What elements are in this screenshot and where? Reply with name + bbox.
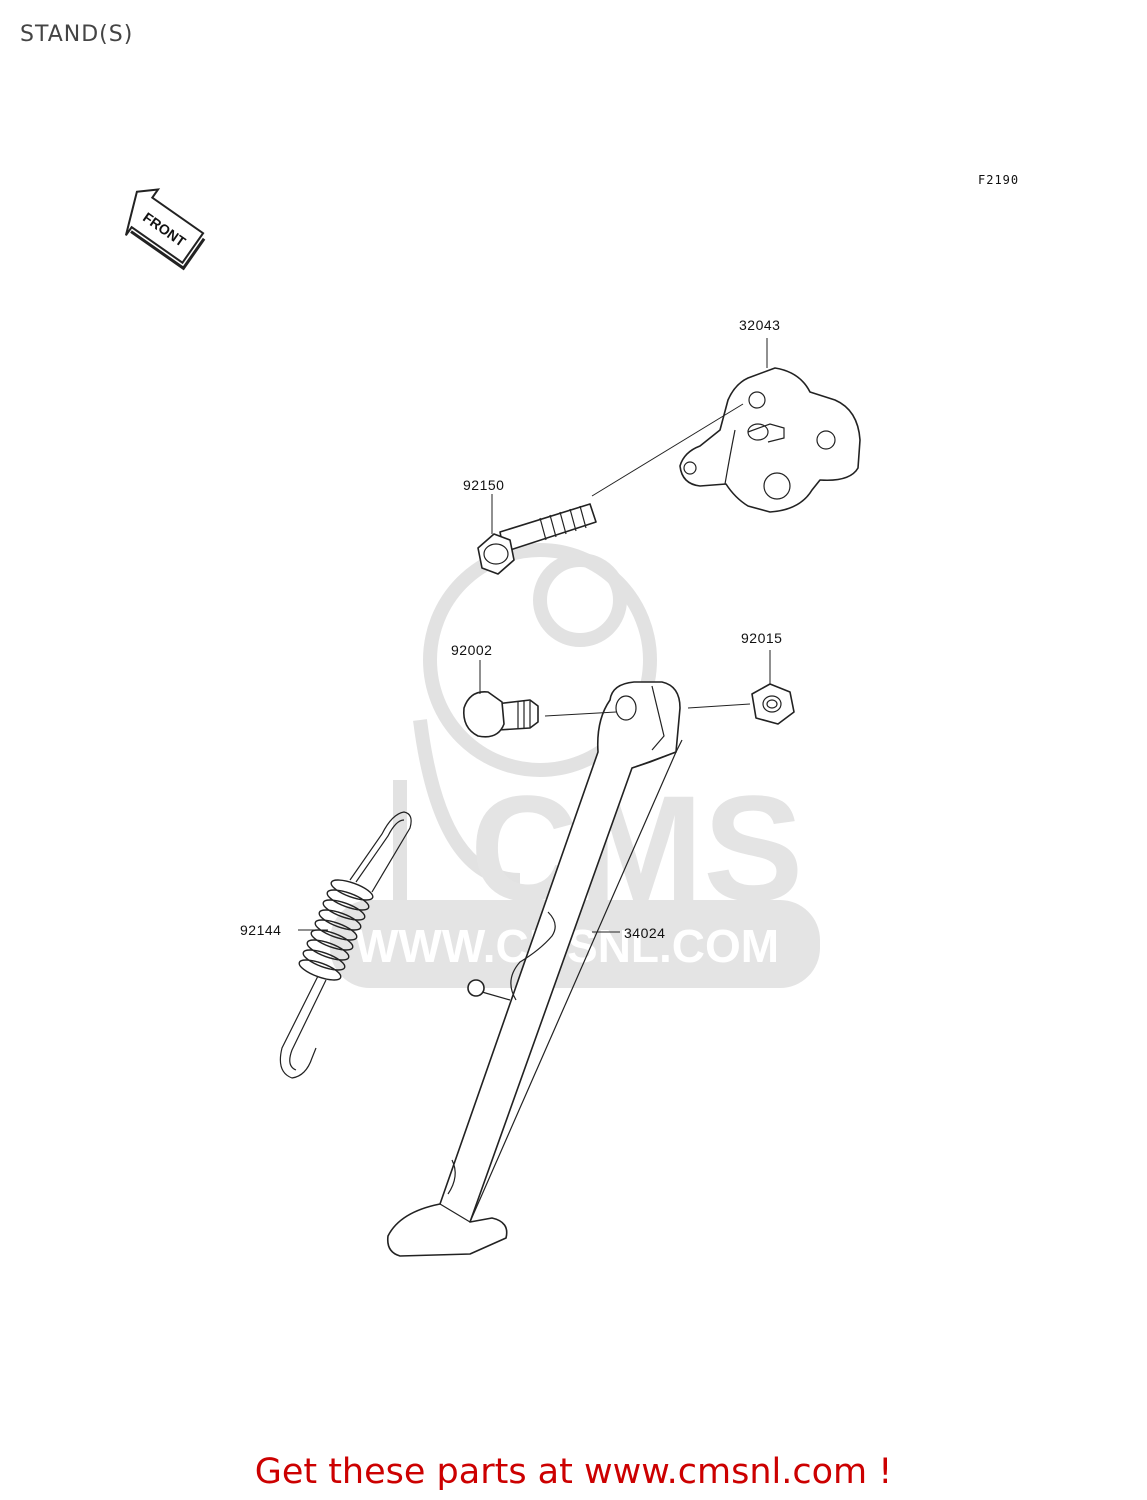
page-title: STAND(S) xyxy=(20,22,134,47)
part-label-32043: 32043 xyxy=(739,317,780,333)
spring-92144 xyxy=(279,811,412,1079)
bolt-92150 xyxy=(477,503,597,575)
side-stand-34024 xyxy=(386,681,683,1257)
part-label-92144: 92144 xyxy=(240,922,281,938)
bracket-32043 xyxy=(679,367,861,513)
part-label-92150: 92150 xyxy=(463,477,504,493)
part-labels: 32043 92150 92002 92015 92144 34024 xyxy=(240,317,782,941)
front-arrow-icon: FRONT xyxy=(124,188,206,271)
bolt-92002 xyxy=(462,691,539,738)
watermark-url-band xyxy=(330,900,820,988)
nut-92015 xyxy=(751,683,795,725)
part-label-92015: 92015 xyxy=(741,630,782,646)
watermark-mascot xyxy=(393,543,657,900)
footer-cta-link[interactable]: Get these parts at www.cmsnl.com ! xyxy=(254,1452,893,1492)
leader-lines xyxy=(298,338,771,933)
part-label-34024: 34024 xyxy=(624,925,665,941)
part-label-92002: 92002 xyxy=(451,642,492,658)
figure-code: F2190 xyxy=(978,173,1019,187)
